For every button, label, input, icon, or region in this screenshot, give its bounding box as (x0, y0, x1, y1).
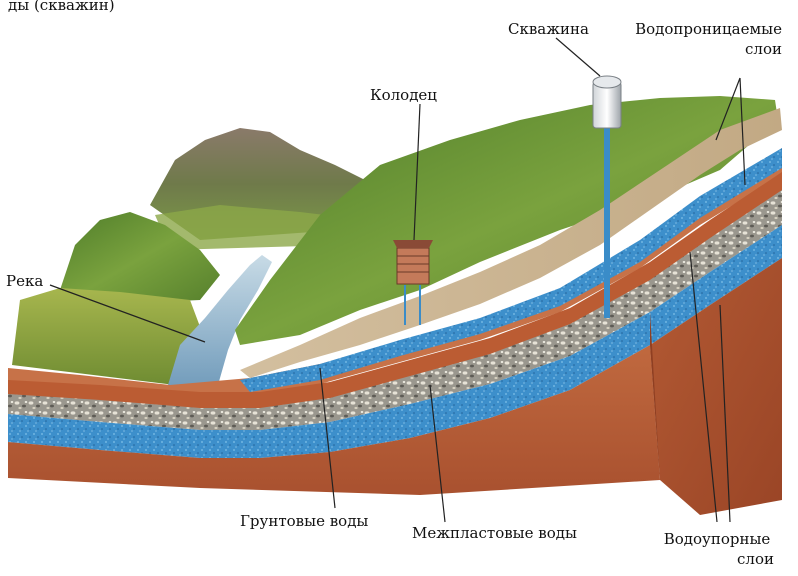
right-hill (235, 96, 778, 345)
left-hill (60, 212, 220, 305)
bottom-clay-front (8, 345, 660, 495)
label-river: Река (6, 272, 44, 290)
label-groundwater: Грунтовые воды (240, 512, 369, 530)
label-interstratal-water: Межпластовые воды (412, 524, 577, 542)
label-impermeable-line1: Водоупорные (663, 530, 771, 548)
gravel-layer (8, 190, 782, 430)
lower-aquifer (8, 225, 782, 458)
label-impermeable-line2: слои (737, 550, 774, 568)
label-borehole: Скважина (508, 20, 589, 38)
well-icon (393, 240, 433, 325)
sandy-surface (240, 108, 782, 378)
label-well: Колодец (370, 86, 437, 104)
label-permeable-line2: слои (745, 40, 782, 58)
header-fragment: ды (скважин) (8, 0, 115, 14)
borehole-icon (592, 75, 622, 318)
bottom-clay-side (650, 258, 782, 515)
left-meadow (12, 288, 205, 385)
leader-lines (49, 37, 746, 523)
river (165, 255, 272, 398)
label-permeable-line1: Водопроницаемые (635, 20, 782, 38)
layer-mid-clay (8, 172, 782, 410)
